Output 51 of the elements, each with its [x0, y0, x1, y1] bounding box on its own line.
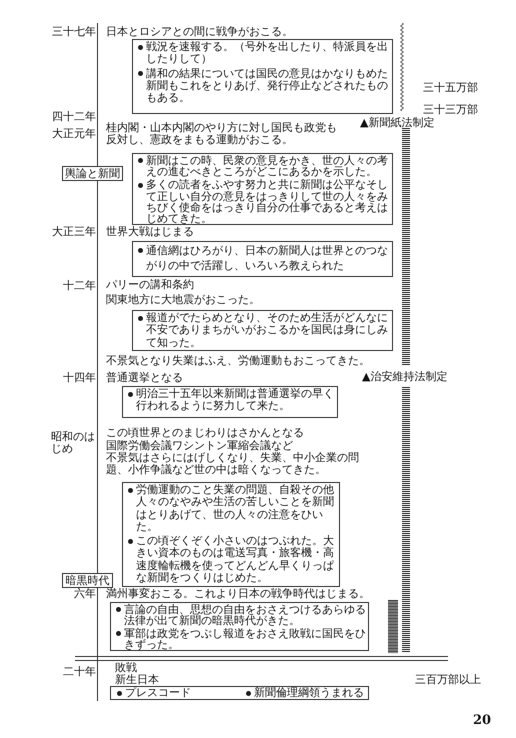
bullet-text: この頃ぞくぞく小さいのはつぶれた。大きい資本のものは電送写真・旅客機・高速度輪転機を使ってどんどん早くりっぱな新聞をつくりはじめた。 — [136, 535, 335, 584]
event-text: 国際労働会議ワシントン軍縮会議など — [106, 440, 293, 452]
event-text: パリーの講和条約 — [106, 279, 194, 292]
event-text: 新生日本 — [115, 674, 159, 686]
bullet-text: 戦況を速報する。（号外を出したり、特派員を出したりして） — [146, 41, 389, 66]
bullet-text: 通信網はひろがり、日本の新聞人は世界とのつながりの中で活躍し、いろいろ教えられた — [146, 243, 389, 273]
year-label: 六年 — [74, 588, 96, 600]
year-label: 四十二年 — [52, 111, 96, 124]
event-text: 世界大戦はじまる — [106, 226, 194, 238]
era-label: 昭和のはじめ — [51, 431, 96, 456]
year-label: 大正三年 — [52, 226, 96, 238]
year-label: 二十年 — [63, 666, 96, 678]
bullet-text: 軍部は政党をつぶし報道をおさえ敗戦に国民をひきずった。 — [124, 628, 367, 650]
year-label: 十四年 — [63, 372, 96, 384]
year-label: 十二年 — [63, 280, 96, 292]
bullet-text: 言論の自由、思想の自由をおさえつけるあらゆる法律が出て新聞の暗黒時代がきた。 — [124, 604, 367, 626]
circulation-note: 三十五万部 — [423, 82, 478, 94]
bullet-box — [110, 686, 369, 700]
year-label: 大正元年 — [52, 128, 96, 140]
event-text: 敗戦 — [115, 662, 137, 674]
event-text: 不景気はさらにはげしくなり、失業、中小企業の問題、小作争議など世の中は暗くなってきた。 — [106, 452, 360, 477]
page-number: 20 — [473, 713, 492, 728]
law-note: ▲治安維持法制定 — [362, 371, 448, 384]
bullet-box — [110, 602, 369, 651]
bullet-text: 労働運動のこと失業の問題、自殺その他人々のなやみや生活の苦しいことを新聞はとりあげて、世の人々の注意をひいた。 — [136, 484, 335, 534]
event-text: 日本とロシアとの間に戦争がおこる。 — [106, 26, 293, 38]
event-text: この頃世界とのまじわりはさかんとなる — [106, 427, 304, 440]
bullet-text: 新聞はこの時、民衆の意見をかき、世の人々の考えの進むべきところがどこにあるかを示した。 — [146, 155, 389, 178]
circulation-note: 三百万部以上 — [415, 674, 481, 686]
heading-box: 暗黒時代 — [62, 573, 113, 588]
year-label: 三十七年 — [52, 26, 96, 38]
bullet-text: 明治三十五年以来新聞は普通選挙の早く行われるように努力して来た。 — [136, 388, 335, 413]
event-text: 関東地方に大地震がおこった。 — [106, 294, 260, 306]
bullet-box — [132, 310, 393, 351]
bullet-box — [122, 482, 340, 587]
bullet-text: 多くの読者をふやす努力と共に新聞は公平なそして正しい自分の意見をはっきりして世の人々をみちびく使命をはっきり自分の仕事であると考えはじめてきた。 — [146, 179, 389, 224]
event-text: 不景気となり失業はふえ、労働運動もおこってきた。 — [106, 355, 370, 368]
bullet-text: プレスコード — [125, 687, 191, 700]
law-note: ▲新聞紙法制定 — [360, 117, 434, 130]
bullet-box — [132, 153, 393, 225]
bullet-text: 報道がでたらめとなり、そのため生活がどんなに不安でありまちがいがおこるかを国民は身にしみて知った。 — [146, 312, 389, 349]
event-text: 普通選挙となる — [106, 372, 183, 384]
event-text: 満州事変おこる。これより日本の戦争時代はじまる。 — [106, 588, 370, 600]
bullet-box — [122, 386, 338, 418]
bullet-box — [132, 39, 393, 114]
event-text: 桂内閣・山本内閣のやり方に対し国民も政党も反対し、憲政をまもる運動がおこる。 — [106, 122, 338, 147]
bullet-box — [132, 241, 393, 277]
bullet-text: 講和の結果については国民の意見はかなりもめた新聞もこれをとりあげ、発行停止などされたものもある。 — [146, 68, 389, 104]
circulation-note: 三十三万部 — [423, 104, 478, 116]
heading-box: 輿論と新聞 — [62, 166, 123, 181]
bullet-text: 新聞倫理綱領うまれる — [254, 687, 364, 700]
